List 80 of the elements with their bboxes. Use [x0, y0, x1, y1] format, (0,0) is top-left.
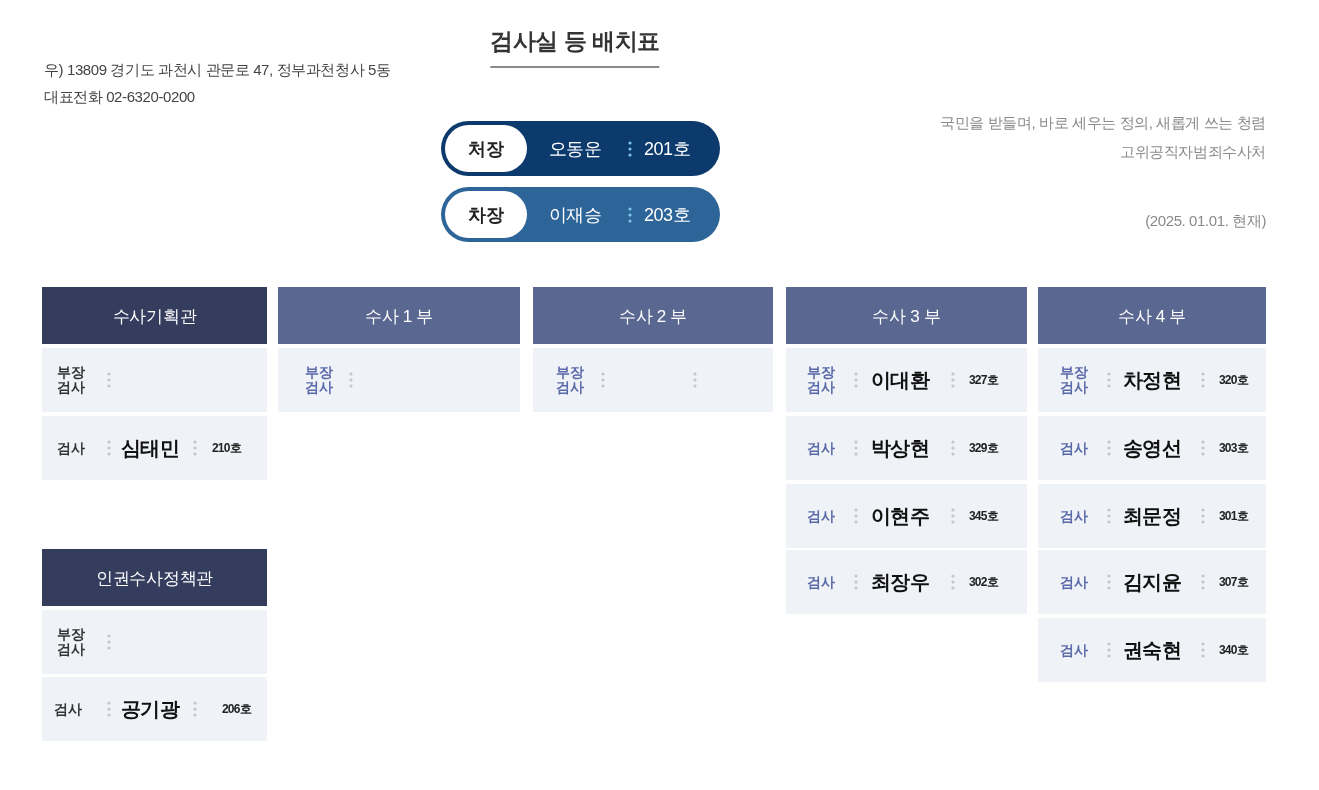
- room-number: 345호: [969, 507, 998, 525]
- department-header: [533, 287, 773, 344]
- staff-row: [786, 484, 1027, 548]
- room-number: 210호: [212, 439, 241, 457]
- room-number: 203호: [644, 203, 691, 227]
- department-name: 인권수사정책관: [96, 567, 213, 589]
- department-name: 수사 1 부: [364, 305, 434, 327]
- department-header: [786, 287, 1027, 344]
- job-title: 부장 검사: [1060, 365, 1089, 395]
- department-name: 수사 4 부: [1117, 305, 1187, 327]
- staff-row: [1038, 416, 1266, 480]
- room-number: 206호: [222, 700, 251, 718]
- prosecutor-name: 최장우: [870, 569, 930, 595]
- department-name: 수사 2 부: [618, 305, 688, 327]
- staff-row: [786, 550, 1027, 614]
- room-number: 340호: [1219, 641, 1248, 659]
- position-title: 처장: [468, 137, 504, 161]
- job-title: 부장 검사: [305, 365, 334, 395]
- room-number: 302호: [969, 573, 998, 591]
- job-title: 검사: [807, 574, 836, 590]
- prosecutor-name: 최문정: [1122, 503, 1182, 529]
- department-header: [1038, 287, 1266, 344]
- prosecutor-name: 이대환: [870, 367, 930, 393]
- job-title: 부장 검사: [57, 365, 86, 395]
- official-name: 오동운: [548, 137, 602, 161]
- job-title: 부장 검사: [556, 365, 585, 395]
- room-number: 301호: [1219, 507, 1248, 525]
- phone-text: 대표전화 02-6320-0200: [44, 88, 195, 107]
- prosecutor-name: 이현주: [870, 503, 930, 529]
- staff-row: [786, 348, 1027, 412]
- staff-row: [786, 416, 1027, 480]
- prosecutor-name: 송영선: [1122, 435, 1182, 461]
- job-title: 검사: [807, 508, 836, 524]
- room-number: 307호: [1219, 573, 1248, 591]
- staff-row: [1038, 484, 1266, 548]
- job-title: 검사: [54, 701, 83, 717]
- prosecutor-name: 권숙현: [1122, 637, 1182, 663]
- department-name: 수사기획관: [112, 305, 197, 327]
- room-number: 303호: [1219, 439, 1248, 457]
- staff-row: [278, 348, 520, 412]
- job-title: 부장 검사: [807, 365, 836, 395]
- job-title: 검사: [1060, 508, 1089, 524]
- prosecutor-name: 심태민: [120, 435, 180, 461]
- department-header: [42, 549, 267, 606]
- department-header: [278, 287, 520, 344]
- prosecutor-name: 김지윤: [1122, 569, 1182, 595]
- position-pill: [441, 187, 720, 242]
- job-title: 검사: [1060, 440, 1089, 456]
- organization-name: 고위공직자범죄수사처: [1120, 143, 1266, 162]
- position-title: 차장: [468, 203, 504, 227]
- date-note: (2025. 01.01. 현재): [1145, 212, 1266, 231]
- department-header: [42, 287, 267, 344]
- job-title: 부장 검사: [57, 627, 86, 657]
- staff-row: [1038, 348, 1266, 412]
- staff-row: [42, 348, 267, 412]
- prosecutor-name: 박상현: [870, 435, 930, 461]
- job-title: 검사: [1060, 642, 1089, 658]
- room-number: 320호: [1219, 371, 1248, 389]
- job-title: 검사: [1060, 574, 1089, 590]
- department-name: 수사 3 부: [872, 305, 941, 327]
- position-pill: [441, 121, 720, 176]
- prosecutor-name: 공기광: [120, 696, 180, 722]
- address-text: 우) 13809 경기도 과천시 관문로 47, 정부과천청사 5동: [44, 61, 391, 80]
- staff-row: [42, 677, 267, 741]
- room-number: 327호: [969, 371, 998, 389]
- staff-row: [42, 416, 267, 480]
- staff-row: [533, 348, 773, 412]
- room-number: 201호: [644, 137, 691, 161]
- staff-row: [1038, 550, 1266, 614]
- job-title: 검사: [57, 440, 86, 456]
- title-tag: [445, 125, 527, 172]
- prosecutor-name: 차정현: [1122, 367, 1182, 393]
- slogan-text: 국민을 받들며, 바로 세우는 정의, 새롭게 쓰는 청렴: [940, 114, 1266, 133]
- page-title: 검사실 등 배치표: [490, 26, 660, 68]
- staff-row: [42, 610, 267, 674]
- job-title: 검사: [807, 440, 836, 456]
- official-name: 이재승: [548, 203, 602, 227]
- staff-row: [1038, 618, 1266, 682]
- room-number: 329호: [969, 439, 998, 457]
- title-tag: [445, 191, 527, 238]
